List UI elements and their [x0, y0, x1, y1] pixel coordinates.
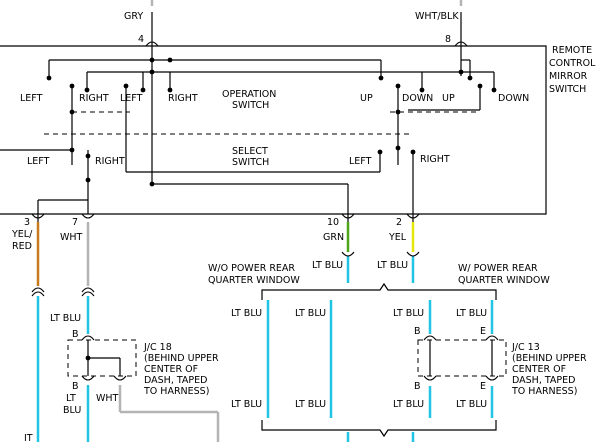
label-up-b: UP	[442, 93, 455, 104]
label-remote-4: SWITCH	[549, 84, 586, 95]
label-ltblu-w1: LT BLU	[231, 308, 262, 319]
label-yel-red-2: RED	[12, 241, 32, 252]
connector-8	[454, 41, 468, 47]
junction-connector-18	[67, 335, 137, 381]
internal-wiring	[0, 46, 495, 214]
label-jc13-b2: B	[414, 381, 421, 392]
label-jc13-2: (BEHIND UPPER	[512, 353, 587, 364]
colored-wires	[36, 0, 494, 442]
label-pin2: 2	[396, 217, 402, 228]
label-yel: YEL	[388, 232, 407, 243]
label-right-b: RIGHT	[168, 93, 198, 104]
label-remote-2: CONTROL	[549, 58, 596, 69]
label-jc18-4: DASH, TAPED	[144, 375, 207, 386]
label-jc18-b1: B	[72, 329, 79, 340]
label-wht-jc18: WHT	[96, 393, 119, 404]
label-sel-right-a: RIGHT	[95, 156, 125, 167]
label-w-1: W/ POWER REAR	[458, 263, 538, 274]
label-it: IT	[24, 433, 33, 442]
label-up-a: UP	[360, 93, 373, 104]
label-jc18-1: J/C 18	[143, 342, 172, 353]
label-sel-2: SWITCH	[232, 157, 269, 168]
label-ltblu-w4: LT BLU	[456, 308, 487, 319]
label-yel-red-1: YEL/	[11, 229, 33, 240]
label-wo-1: W/O POWER REAR	[208, 263, 295, 274]
switch-contacts	[46, 57, 497, 187]
label-gry: GRY	[124, 11, 143, 22]
label-sel-left-a: LEFT	[27, 156, 50, 167]
label-op-1: OPERATION	[222, 89, 276, 100]
label-ltblu-bot4: LT BLU	[456, 399, 487, 410]
label-pin7: 7	[72, 217, 78, 228]
label-jc13-e2: E	[480, 381, 486, 392]
label-jc13-1: J/C 13	[511, 342, 540, 353]
label-jc13-e1: E	[480, 326, 486, 337]
label-wo-2: QUARTER WINDOW	[208, 275, 300, 286]
label-jc13-4: DASH, TAPED	[512, 375, 575, 386]
switch-linkages	[44, 111, 480, 138]
label-sel-left-b: LEFT	[349, 156, 372, 167]
label-left-a: LEFT	[20, 93, 43, 104]
label-jc13-3: CENTER OF	[512, 364, 566, 375]
connector-4	[145, 41, 159, 47]
label-down-b: DOWN	[498, 93, 529, 104]
label-left-b: LEFT	[120, 93, 143, 104]
label-sel-right-b: RIGHT	[420, 154, 450, 165]
label-jc18-b2: B	[72, 381, 79, 392]
label-jc18-5: TO HARNESS)	[143, 386, 209, 397]
label-right-a: RIGHT	[79, 93, 109, 104]
harness-connectors	[31, 213, 420, 297]
label-sel-1: SELECT	[232, 146, 268, 157]
label-ltblu-w3: LT BLU	[393, 308, 424, 319]
label-ltblu-2: LT BLU	[377, 260, 408, 271]
label-w-2: QUARTER WINDOW	[458, 275, 550, 286]
label-jc18-2: (BEHIND UPPER	[144, 353, 219, 364]
label-ltblu-under-1: LT	[66, 393, 76, 404]
label-ltblu-10: LT BLU	[312, 260, 343, 271]
label-pin8: 8	[445, 34, 451, 45]
label-remote-3: MIRROR	[549, 71, 588, 82]
label-ltblu-bot2: LT BLU	[295, 399, 326, 410]
label-pin4: 4	[138, 34, 144, 45]
label-op-2: SWITCH	[232, 100, 269, 111]
label-down-a: DOWN	[402, 93, 433, 104]
label-ltblu-under-2: BLU	[63, 405, 81, 416]
label-jc13-5: TO HARNESS)	[511, 386, 577, 397]
label-wht: WHT	[60, 232, 83, 243]
label-whtblk: WHT/BLK	[415, 11, 459, 22]
label-grn: GRN	[323, 232, 344, 243]
junction-connector-13	[417, 335, 507, 381]
label-jc13-b1: B	[414, 326, 421, 337]
labels: GRY WHT/BLK 4 8 REMOTE CONTROL MIRROR SW…	[11, 11, 596, 442]
label-ltblu-jc18: LT BLU	[50, 313, 81, 324]
label-jc18-3: CENTER OF	[144, 364, 198, 375]
label-pin3: 3	[24, 217, 30, 228]
label-ltblu-w2: LT BLU	[295, 308, 326, 319]
label-ltblu-bot1: LT BLU	[231, 399, 262, 410]
label-pin10: 10	[327, 217, 339, 228]
switch-housing	[0, 45, 547, 215]
variant-bracket	[261, 282, 497, 438]
label-remote-1: REMOTE	[552, 45, 592, 56]
label-ltblu-bot3: LT BLU	[393, 399, 424, 410]
